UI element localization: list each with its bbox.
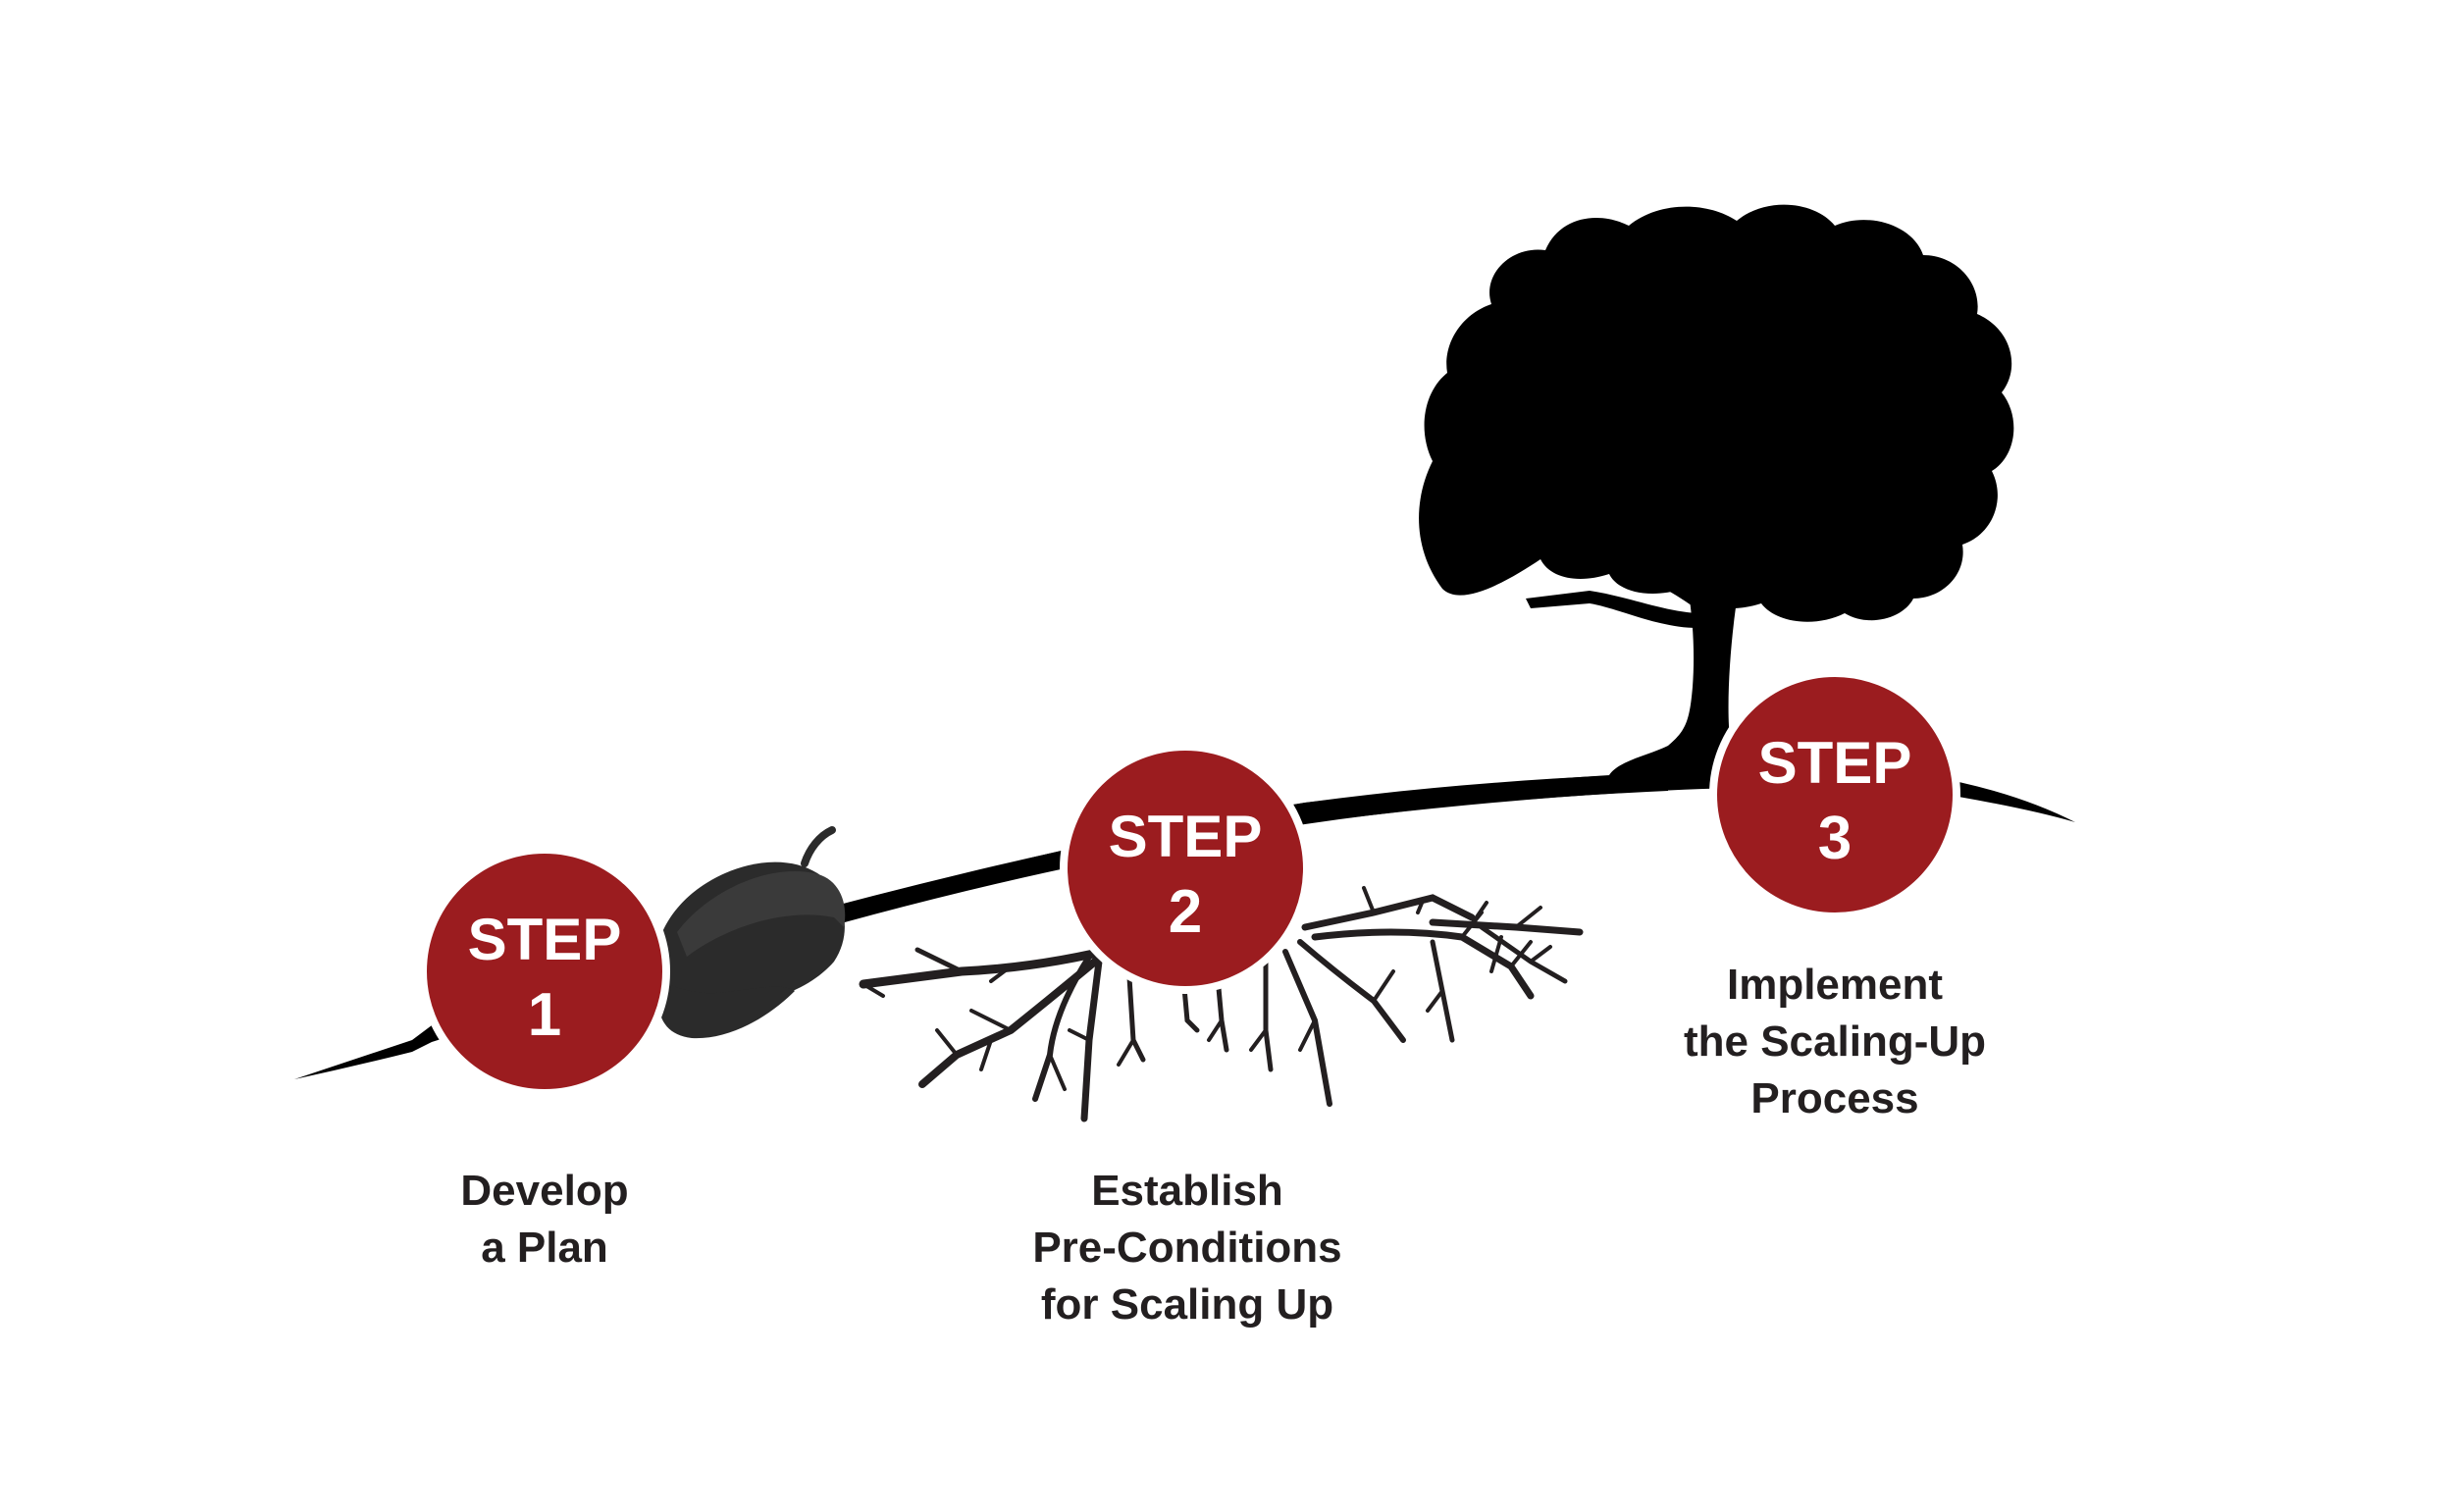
ground-band [638, 773, 1668, 981]
step-3-word: STEP [1758, 730, 1912, 796]
step-3-circle [1709, 669, 1960, 920]
step-2-word: STEP [1109, 804, 1263, 869]
step-3-number: 3 [1818, 805, 1852, 872]
step-3-caption-line-3: Process [1750, 1074, 1919, 1122]
step-2-caption-line-1: Establish [1091, 1167, 1283, 1215]
step-2-caption: Establish Pre-Conditions for Scaling Up [981, 1163, 1393, 1333]
step-2-caption-line-2: Pre-Conditions [1032, 1224, 1342, 1272]
step-2-badge: STEP 2 [1060, 743, 1311, 994]
acorn-icon [653, 826, 846, 1039]
step-2-circle [1060, 743, 1311, 994]
tree-icon [1419, 204, 2014, 775]
step-1-number: 1 [528, 981, 561, 1049]
step-1-word: STEP [468, 907, 622, 972]
step-1-caption-line-2: a Plan [481, 1224, 608, 1272]
step-3-badge: STEP 3 [1709, 669, 1960, 920]
step-1-badge: STEP 1 [419, 846, 670, 1097]
step-2-caption-line-3: for Scaling Up [1040, 1280, 1334, 1329]
step-1-circle [419, 846, 670, 1097]
step-2-number: 2 [1169, 878, 1202, 946]
step-1-caption: Develop a Plan [373, 1163, 716, 1277]
step-3-caption-line-1: Implement [1726, 961, 1944, 1009]
step-1-caption-line-1: Develop [460, 1167, 629, 1215]
step-3-caption-line-2: the Scaling-Up [1683, 1017, 1987, 1066]
step-3-caption: Implement the Scaling-Up Process [1629, 957, 2041, 1127]
roots-icon [859, 886, 1584, 1122]
